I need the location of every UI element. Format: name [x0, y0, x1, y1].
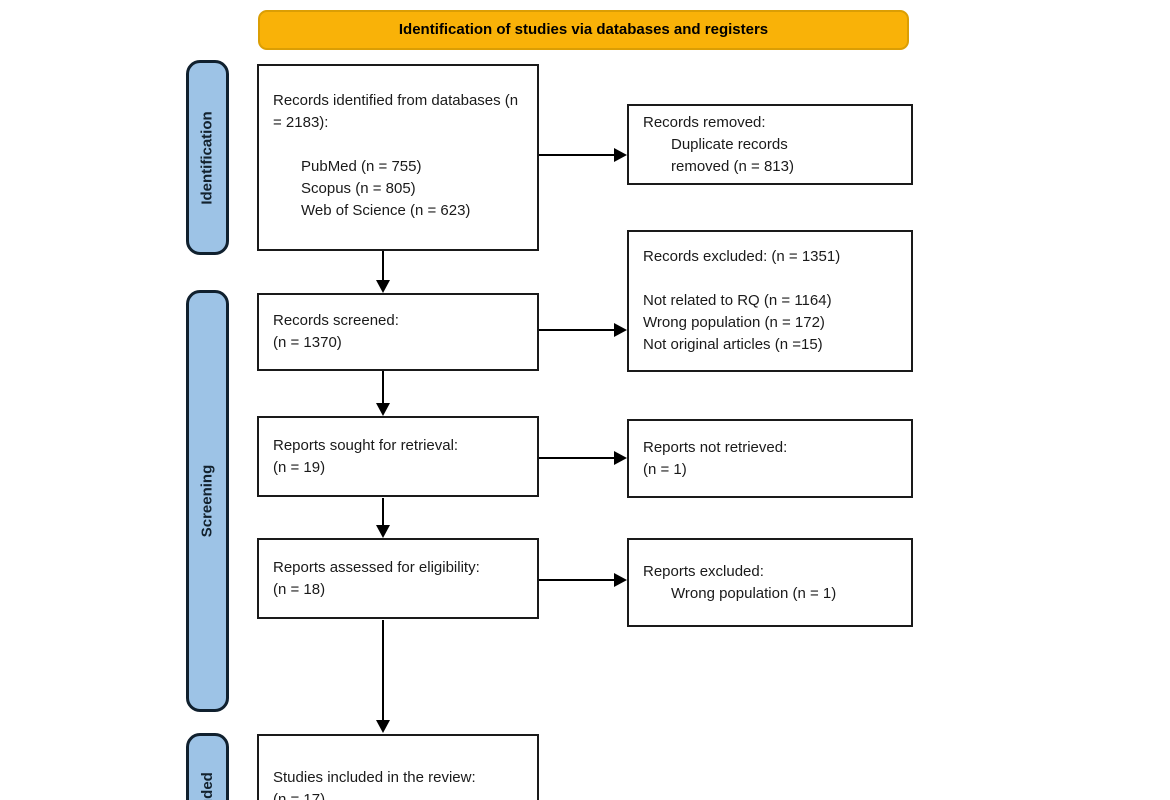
records-removed-detail-line1: Duplicate records [671, 135, 788, 153]
box-records-removed: Records removed: Duplicate records remov… [627, 104, 913, 185]
arrow-sought-to-assessed-icon [376, 498, 390, 538]
excluded-reason-not-related: Not related to RQ (n = 1164) [643, 292, 832, 309]
arrow-identified-to-screened-icon [376, 251, 390, 293]
box-reports-excluded: Reports excluded: Wrong population (n = … [627, 538, 913, 627]
records-identified-heading: Records identified from databases (n = 2… [273, 92, 519, 131]
arrow-screened-to-sought-icon [376, 371, 390, 416]
reports-excluded-heading: Reports excluded: [643, 562, 764, 580]
box-studies-included: Studies included in the review: (n = 17) [257, 734, 539, 800]
excluded-reason-not-original: Not original articles (n =15) [643, 336, 823, 353]
records-screened-line1: Records screened: [273, 312, 399, 329]
stage-label-identification-text: Identification [198, 110, 216, 205]
studies-included-count: (n = 17) [273, 791, 326, 800]
arrow-screened-to-excluded-icon [539, 323, 627, 337]
title-banner: Identification of studies via databases … [258, 10, 909, 50]
box-reports-not-retrieved: Reports not retrieved: (n = 1) [627, 419, 913, 498]
reports-sought-line1: Reports sought for retrieval: [273, 436, 459, 454]
source-scopus: Scopus (n = 805) [301, 180, 416, 197]
stage-label-screening-text: Screening [198, 464, 216, 538]
blank-line [273, 134, 527, 156]
arrow-assessed-to-reports-excluded-icon [539, 573, 627, 587]
records-screened-count: (n = 1370) [273, 334, 342, 351]
box-records-screened: Records screened: (n = 1370) [257, 293, 539, 371]
records-removed-heading: Records removed: [643, 113, 766, 131]
arrow-assessed-to-included-icon [376, 620, 390, 733]
box-records-excluded: Records excluded: (n = 1351) Not related… [627, 230, 913, 372]
stage-label-screening: Screening [186, 290, 229, 712]
reports-not-retrieved-count: (n = 1) [643, 460, 687, 478]
stage-label-included: Included [186, 733, 229, 800]
box-reports-assessed: Reports assessed for eligibility: (n = 1… [257, 538, 539, 619]
source-web-of-science: Web of Science (n = 623) [301, 202, 471, 219]
title-banner-label: Identification of studies via databases … [398, 21, 769, 38]
box-reports-sought: Reports sought for retrieval: (n = 19) [257, 416, 539, 497]
arrow-identified-to-removed-icon [539, 148, 627, 162]
reports-sought-count: (n = 19) [273, 458, 326, 476]
reports-assessed-count: (n = 18) [273, 580, 326, 598]
box-records-identified: Records identified from databases (n = 2… [257, 64, 539, 251]
arrow-sought-to-not-retrieved-icon [539, 451, 627, 465]
reports-not-retrieved-line1: Reports not retrieved: [643, 438, 788, 456]
reports-excluded-detail: Wrong population (n = 1) [671, 584, 837, 602]
stage-label-identification: Identification [186, 60, 229, 255]
studies-included-line1: Studies included in the review: [273, 769, 476, 786]
stage-label-included-text: Included [197, 772, 219, 800]
records-excluded-heading: Records excluded: (n = 1351) [643, 248, 841, 265]
reports-assessed-line1: Reports assessed for eligibility: [273, 558, 480, 576]
blank-line [643, 268, 901, 290]
records-removed-detail-line2: removed (n = 813) [671, 157, 794, 175]
excluded-reason-wrong-population: Wrong population (n = 172) [643, 314, 825, 331]
source-pubmed: PubMed (n = 755) [301, 158, 422, 175]
